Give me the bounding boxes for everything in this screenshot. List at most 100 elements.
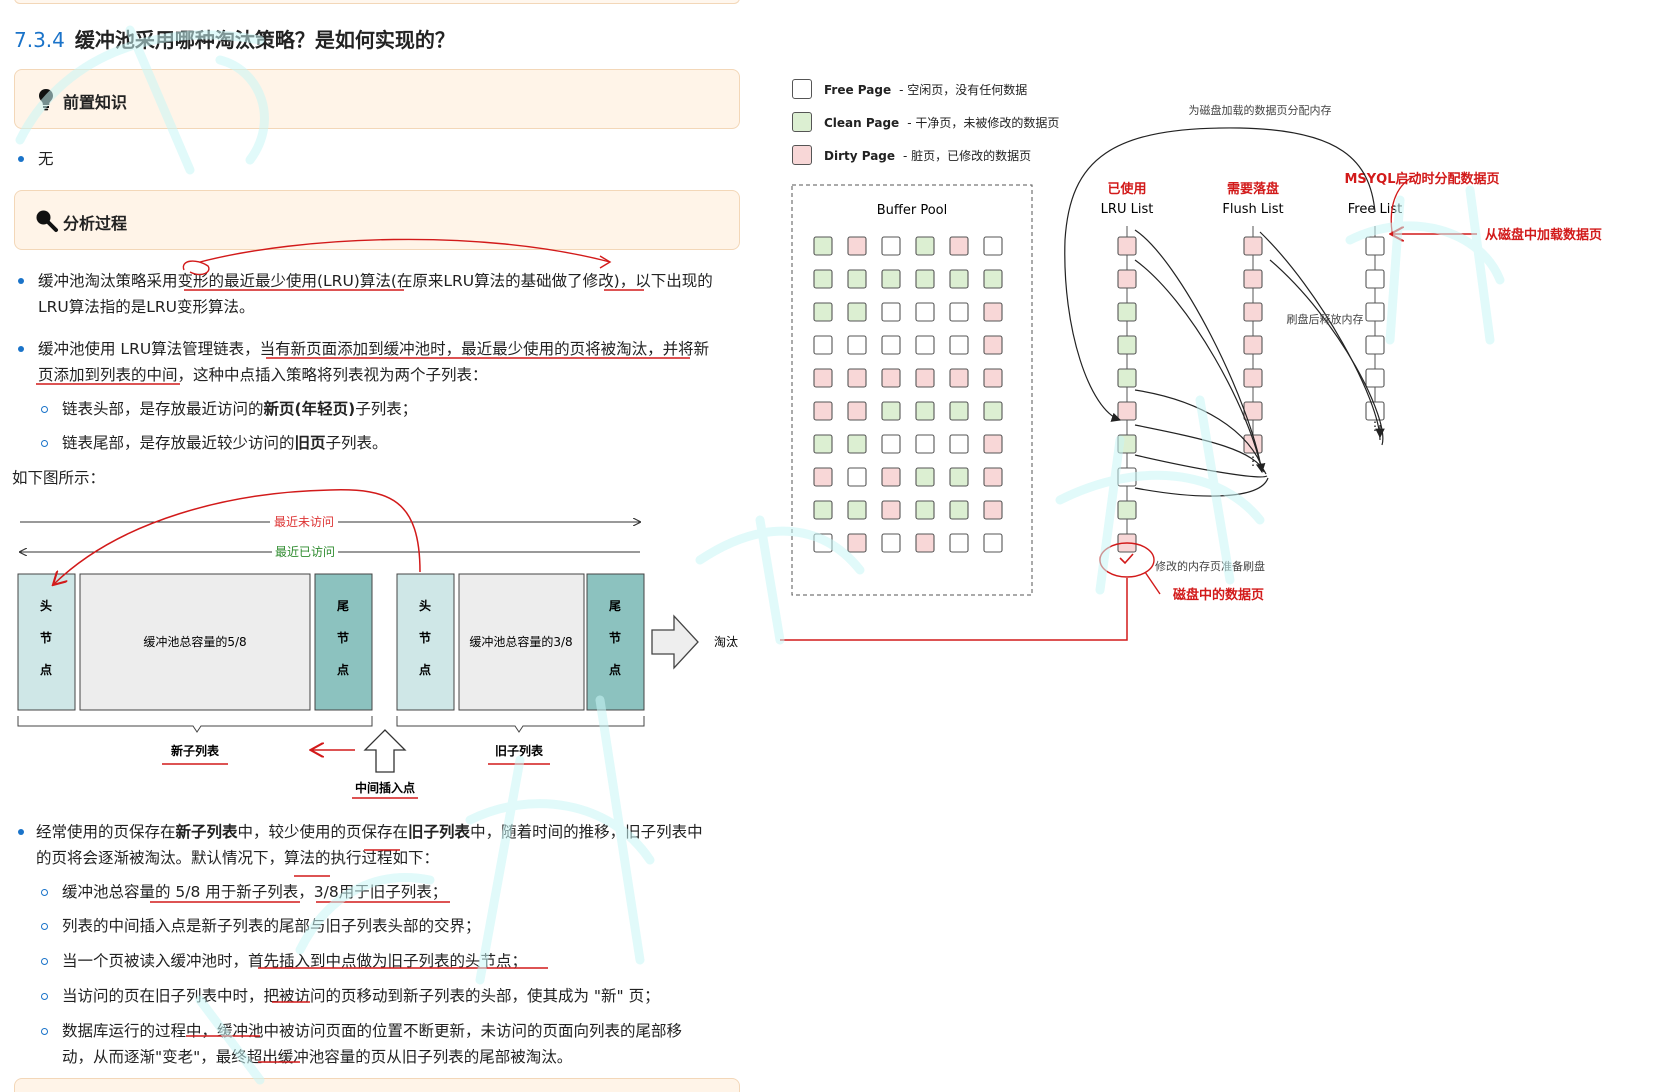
- lru-page-dirty: [1117, 401, 1137, 421]
- svg-text:节: 节: [40, 630, 52, 645]
- buffer-page-free: [881, 434, 901, 454]
- buffer-page-dirty: [983, 335, 1003, 355]
- sub-bullet: [41, 1028, 48, 1035]
- svg-text:尾: 尾: [609, 599, 621, 613]
- buffer-page-clean: [847, 434, 867, 454]
- evict-label: 淘汰: [714, 635, 738, 649]
- release-note: 刷盘后释放内存: [1287, 312, 1364, 326]
- text-annotations: [36, 238, 690, 1063]
- sub-item-1: 链表头部，是存放最近访问的新页(年轻页)子列表；: [62, 400, 418, 418]
- bullet: [18, 278, 24, 284]
- old-head-node: [396, 573, 455, 711]
- buffer-page-clean: [813, 434, 833, 454]
- new-tail-node: [314, 573, 373, 711]
- disk-page-label: 磁盘中的数据页: [1173, 587, 1264, 603]
- as-shown-text: 如下图所示：: [12, 469, 106, 487]
- prereq-item: 无: [38, 150, 54, 168]
- sub-bullet: [41, 958, 48, 965]
- svg-text:节: 节: [419, 630, 431, 645]
- buffer-page-dirty: [847, 368, 867, 388]
- buffer-page-clean: [949, 467, 969, 487]
- step-5-cont: 动，从而逐渐"变老"，最终超出缓冲池容量的页从旧子列表的尾部被淘汰。: [62, 1048, 573, 1066]
- buffer-page-clean: [881, 401, 901, 421]
- sub-bullet: [41, 406, 48, 413]
- buffer-page-clean: [813, 236, 833, 256]
- step-3: 当一个页被读入缓冲池时，首先插入到中点做为旧子列表的头节点；: [62, 952, 528, 970]
- buffer-page-free: [881, 302, 901, 322]
- buffer-pool-diagram: Buffer Pool 已使用 LRU List 需要落盘 Flush List…: [780, 103, 1602, 641]
- svg-text:点: 点: [40, 662, 52, 677]
- lru-page-clean: [1117, 368, 1137, 388]
- lru-list-title: LRU List: [1101, 202, 1154, 217]
- old-capacity-label: 缓冲池总容量的3/8: [469, 634, 572, 649]
- buffer-page-dirty: [915, 368, 935, 388]
- flush-list-title: Flush List: [1222, 202, 1283, 217]
- buffer-page-dirty: [813, 401, 833, 421]
- buffer-page-dirty: [949, 368, 969, 388]
- new-list-label: 新子列表: [171, 743, 220, 758]
- new-capacity-label: 缓冲池总容量的5/8: [143, 634, 246, 649]
- buffer-page-clean: [915, 500, 935, 520]
- buffer-page-clean: [881, 269, 901, 289]
- old-list-label: 旧子列表: [495, 743, 544, 758]
- flush-page-dirty: [1243, 368, 1263, 388]
- buffer-page-free: [813, 335, 833, 355]
- p1-line1: 缓冲池淘汰策略采用变形的最近最少使用(LRU)算法(在原来LRU算法的基础做了修…: [38, 272, 713, 290]
- svg-text:点: 点: [337, 662, 349, 677]
- buffer-page-free: [881, 335, 901, 355]
- buffer-page-free: [983, 236, 1003, 256]
- lru-sublist-diagram: 最近未访问 最近已访问 头 节 点 缓冲池总容量的5/8 尾 节 点 头 节 点…: [17, 489, 738, 799]
- buffer-page-dirty: [983, 500, 1003, 520]
- modified-ready-note: 修改的内存页准备刷盘: [1155, 559, 1265, 573]
- lru-page-free: [1117, 467, 1137, 487]
- buffer-page-free: [949, 302, 969, 322]
- lru-page-clean: [1117, 335, 1137, 355]
- buffer-page-dirty: [983, 434, 1003, 454]
- lru-page-clean: [1117, 434, 1137, 454]
- buffer-page-dirty: [949, 236, 969, 256]
- buffer-page-dirty: [881, 500, 901, 520]
- svg-text:节: 节: [337, 630, 349, 645]
- sub-bullet: [41, 923, 48, 930]
- flush-page-dirty: [1243, 236, 1263, 256]
- recent-accessed-label: 最近已访问: [275, 545, 335, 559]
- buffer-page-clean: [813, 269, 833, 289]
- load-from-disk-label: 从磁盘中加载数据页: [1485, 227, 1602, 243]
- lru-page-dirty: [1117, 236, 1137, 256]
- buffer-page-clean: [915, 269, 935, 289]
- p3-line2: 的页将会逐渐被淘汰。默认情况下，算法的执行过程如下：: [36, 849, 440, 867]
- mid-insert-label: 中间插入点: [355, 780, 415, 795]
- svg-text:头: 头: [419, 598, 431, 613]
- buffer-page-dirty: [847, 236, 867, 256]
- buffer-page-free: [983, 533, 1003, 553]
- buffer-page-free: [915, 302, 935, 322]
- buffer-page-dirty: [983, 368, 1003, 388]
- svg-text:头: 头: [40, 598, 52, 613]
- bullet: [18, 346, 24, 352]
- new-list-brace: [17, 716, 373, 733]
- buffer-page-dirty: [915, 533, 935, 553]
- recent-visit-label: 最近未访问: [274, 515, 334, 529]
- svg-text:节: 节: [609, 630, 621, 645]
- legend-swatch-clean: [792, 112, 812, 132]
- svg-text:点: 点: [609, 662, 621, 677]
- legend-swatch-free: [792, 79, 812, 99]
- free-page-free: [1365, 368, 1385, 388]
- free-page-free: [1365, 302, 1385, 322]
- buffer-page-dirty: [983, 302, 1003, 322]
- alloc-mem-note: 为磁盘加载的数据页分配内存: [1189, 103, 1332, 117]
- buffer-page-clean: [813, 302, 833, 322]
- buffer-page-free: [915, 434, 935, 454]
- evict-flow-arrow: [780, 578, 1128, 641]
- buffer-page-clean: [847, 302, 867, 322]
- used-label: 已使用: [1107, 181, 1146, 197]
- search-icon: [36, 210, 58, 232]
- flush-page-dirty: [1243, 335, 1263, 355]
- flush-page-dirty: [1243, 302, 1263, 322]
- buffer-page-dirty: [847, 533, 867, 553]
- buffer-pool-frame: [791, 184, 1033, 596]
- buffer-page-free: [847, 335, 867, 355]
- legend-swatch-dirty: [792, 145, 812, 165]
- p2-line1: 缓冲池使用 LRU算法管理链表，当有新页面添加到缓冲池时，最近最少使用的页将被淘…: [38, 340, 710, 358]
- buffer-page-free: [915, 335, 935, 355]
